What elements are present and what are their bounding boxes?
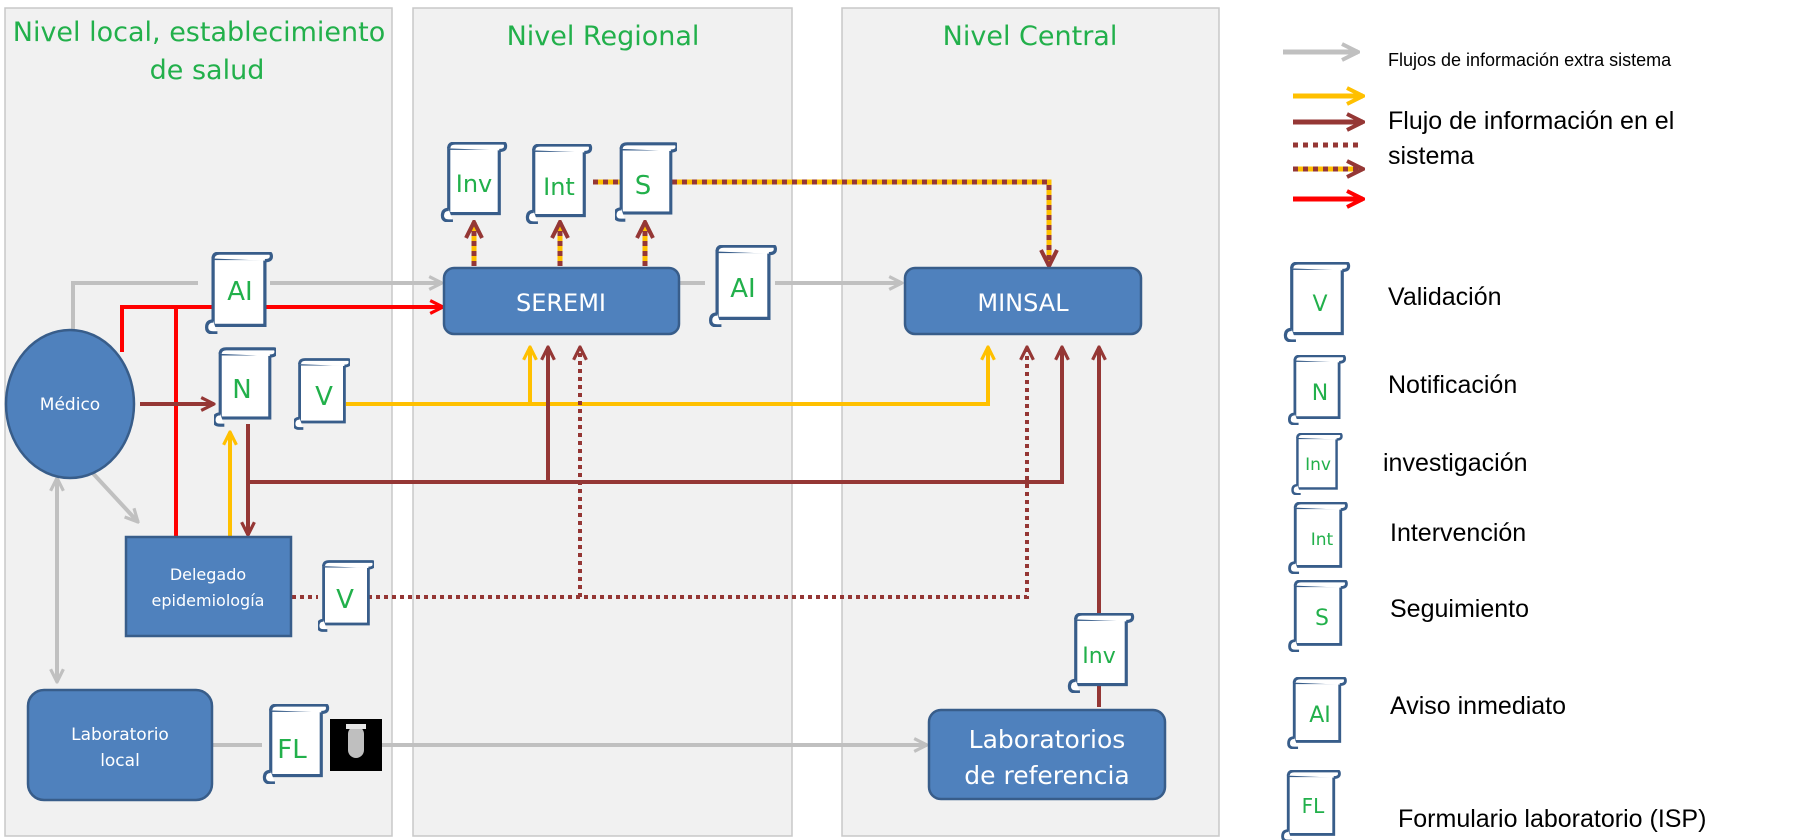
legend-code-v: V — [1312, 292, 1327, 317]
node-delegado-label-1: Delegado — [170, 565, 246, 584]
legend-code-s: S — [1315, 606, 1329, 631]
doc-v-local: V — [294, 357, 350, 431]
node-lab-local-label-1: Laboratorio — [71, 725, 169, 745]
flow-yellow-v-minsal — [346, 347, 988, 406]
lane-local-title-1: Nivel local, establecimiento — [13, 17, 386, 48]
doc-v-delegado-label: V — [336, 585, 354, 615]
doc-v-local-label: V — [315, 382, 333, 412]
legend: Flujos de información extra sistema Fluj… — [1280, 50, 1706, 840]
node-delegado — [124, 535, 293, 638]
doc-ai-regional: AI — [708, 245, 778, 327]
node-minsal-label: MINSAL — [977, 289, 1069, 317]
dotted-yellow-flows — [474, 179, 1049, 266]
doc-s-regional-label: S — [635, 171, 652, 201]
flow-n-minsal — [246, 347, 1062, 484]
doc-ai-local: AI — [207, 253, 272, 333]
legend-label-investigacion: investigación — [1383, 449, 1528, 477]
doc-inv-central-label: Inv — [1082, 644, 1115, 669]
legend-label-validacion: Validación — [1388, 283, 1502, 311]
doc-inv-regional-label: Inv — [456, 170, 493, 198]
flow-red-medico-seremi — [120, 307, 443, 352]
node-medico — [4, 328, 136, 480]
doc-ai-local-label: AI — [227, 277, 252, 307]
yellow-flows — [230, 347, 988, 536]
legend-item-notificacion: N Notificación — [1287, 355, 1517, 425]
doc-fl-local-label: FL — [277, 735, 307, 765]
node-lab-local — [26, 688, 214, 802]
doc-v-delegado: V — [318, 559, 374, 633]
lane-regional — [412, 7, 793, 837]
legend-label-aviso-inmediato: Aviso inmediato — [1390, 692, 1566, 720]
legend-label-intervencion: Intervención — [1390, 519, 1526, 547]
doc-fl-local: FL — [262, 704, 330, 784]
legend-code-fl: FL — [1302, 794, 1326, 818]
legend-code-int: Int — [1311, 530, 1334, 550]
node-delegado-label-2: epidemiología — [152, 591, 265, 610]
red-flows — [120, 307, 443, 536]
doc-inv-central: Inv — [1067, 613, 1135, 693]
legend-item-validacion: V Validación — [1283, 262, 1502, 342]
node-seremi-label: SEREMI — [516, 289, 606, 317]
doc-s-regional: S — [615, 142, 677, 222]
node-lab-referencia-label-2: de referencia — [964, 761, 1129, 790]
node-lab-referencia-label-1: Laboratorios — [969, 725, 1126, 754]
legend-extra-label: Flujos de información extra sistema — [1388, 50, 1672, 70]
doc-int-regional: Int — [527, 145, 590, 223]
doc-inv-regional: Inv — [442, 143, 505, 221]
legend-label-notificacion: Notificación — [1388, 371, 1517, 399]
legend-label-formulario: Formulario laboratorio (ISP) — [1398, 805, 1706, 833]
legend-sistema-label-1: Flujo de información en el — [1388, 107, 1674, 135]
legend-label-seguimiento: Seguimiento — [1390, 595, 1529, 623]
doc-n-label: N — [232, 375, 251, 405]
lane-central-title: Nivel Central — [943, 21, 1118, 52]
flow-s-minsal — [672, 179, 1049, 266]
lane-central — [841, 7, 1220, 837]
legend-item-formulario-laboratorio: FL Formulario laboratorio (ISP) — [1280, 770, 1706, 840]
node-medico-label: Médico — [40, 395, 100, 415]
node-lab-local-label-2: local — [100, 751, 140, 771]
node-seremi — [442, 266, 681, 336]
legend-code-inv: Inv — [1305, 455, 1331, 475]
extra-system-flows — [57, 283, 927, 745]
lane-local-title-2: de salud — [150, 55, 265, 86]
test-tube-icon — [330, 719, 382, 771]
doc-ai-regional-label: AI — [730, 274, 755, 304]
dark-red-flows — [140, 347, 1099, 707]
node-lab-referencia — [927, 708, 1167, 801]
flow-v-minsal-dotted — [368, 347, 1027, 599]
legend-code-n: N — [1312, 381, 1328, 406]
doc-n-local: N — [214, 347, 276, 427]
legend-item-seguimiento: S Seguimiento — [1287, 580, 1529, 652]
legend-item-aviso-inmediato: AI Aviso inmediato — [1289, 678, 1566, 748]
legend-item-investigacion: Inv investigación — [1293, 434, 1528, 494]
legend-item-intervencion: Int Intervención — [1287, 502, 1526, 574]
legend-code-ai: AI — [1309, 703, 1331, 728]
legend-sistema-label-2: sistema — [1388, 142, 1474, 170]
doc-int-regional-label: Int — [543, 173, 575, 201]
flow-medico-delegado — [86, 466, 138, 522]
lane-regional-title: Nivel Regional — [507, 21, 700, 52]
node-minsal — [903, 266, 1143, 336]
